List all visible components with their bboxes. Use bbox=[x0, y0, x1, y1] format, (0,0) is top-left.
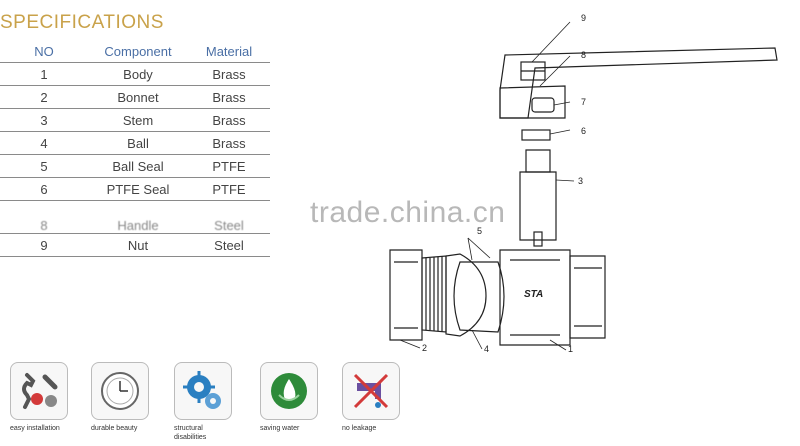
callout-8: 8 bbox=[581, 50, 586, 60]
row-material: Brass bbox=[188, 85, 270, 109]
feature-saving-water: saving water bbox=[260, 362, 320, 433]
row-no: 6 bbox=[0, 177, 88, 201]
row-no: 4 bbox=[0, 131, 88, 155]
row-material: Brass bbox=[188, 62, 270, 86]
table-row: 9 Nut Steel bbox=[0, 233, 270, 257]
feature-label: no leakage bbox=[342, 425, 377, 432]
row-material: Brass bbox=[188, 131, 270, 155]
ball-shape bbox=[453, 261, 505, 333]
gears-icon bbox=[183, 371, 221, 409]
header-material: Material bbox=[188, 40, 270, 63]
callout-6: 6 bbox=[581, 126, 586, 136]
row-material: Steel bbox=[188, 233, 270, 257]
row-component: Bonnet bbox=[88, 85, 188, 109]
row-no: 5 bbox=[0, 154, 88, 178]
table-row: 5 Ball Seal PTFE bbox=[0, 154, 270, 178]
row-material: PTFE bbox=[188, 177, 270, 201]
watermark: trade.china.cn bbox=[310, 196, 506, 229]
feature-structural-disabilities: structural disabilities bbox=[174, 362, 234, 442]
table-row: 4 Ball Brass bbox=[0, 131, 270, 155]
callout-5: 5 bbox=[477, 226, 482, 236]
row-no: 1 bbox=[0, 62, 88, 86]
callout-4: 4 bbox=[484, 344, 489, 354]
feature-easy-installation: easy installation bbox=[10, 362, 70, 433]
callout-1: 1 bbox=[568, 344, 573, 354]
row-component: Stem bbox=[88, 108, 188, 132]
table-row: 1 Body Brass bbox=[0, 62, 270, 86]
feature-label: easy installation bbox=[10, 425, 60, 432]
row-component: Body bbox=[88, 62, 188, 86]
feature-durable-beauty: durable beauty bbox=[91, 362, 151, 433]
o-ring-shape bbox=[531, 97, 555, 113]
body-shape bbox=[499, 249, 571, 346]
callout-7: 7 bbox=[581, 97, 586, 107]
row-no: 9 bbox=[0, 233, 88, 257]
row-no: 8 bbox=[0, 200, 88, 234]
ball-valve-diagram: STA 9 8 7 6 3 5 2 4 1 bbox=[389, 13, 778, 354]
row-component: Ball Seal bbox=[88, 154, 188, 178]
feature-label: structural disabilities bbox=[174, 425, 207, 441]
header-no: NO bbox=[0, 40, 88, 63]
table-row: 6 PTFE Seal PTFE bbox=[0, 177, 270, 201]
union-nut-left bbox=[389, 249, 423, 341]
row-component: Ball bbox=[88, 131, 188, 155]
table-header-row: NO Component Material bbox=[0, 40, 270, 63]
row-material: PTFE bbox=[188, 154, 270, 178]
row-component: Nut bbox=[88, 233, 188, 257]
row-component: Handle bbox=[88, 200, 188, 234]
clock-icon bbox=[101, 372, 139, 410]
stem-neck bbox=[519, 171, 557, 241]
water-drop-icon bbox=[271, 373, 307, 409]
feature-no-leakage: no leakage bbox=[342, 362, 402, 433]
no-leak-faucet-icon bbox=[353, 373, 389, 409]
handle-bracket bbox=[499, 85, 566, 119]
callout-2: 2 bbox=[422, 343, 427, 353]
specifications-table: NO Component Material 1 Body Brass 2 Bon… bbox=[0, 40, 270, 257]
table-row: 3 Stem Brass bbox=[0, 108, 270, 132]
feature-label: durable beauty bbox=[91, 425, 138, 432]
table-row: 2 Bonnet Brass bbox=[0, 85, 270, 109]
wrench-icon bbox=[22, 373, 58, 409]
row-no: 3 bbox=[0, 108, 88, 132]
ptfe-seal-shape bbox=[521, 129, 551, 141]
header-component: Component bbox=[88, 40, 188, 63]
callout-3: 3 bbox=[578, 176, 583, 186]
stem-shape bbox=[525, 149, 551, 173]
callout-9: 9 bbox=[581, 13, 586, 23]
union-nut-right bbox=[569, 255, 606, 339]
table-row: 8 Handle Steel bbox=[0, 200, 270, 234]
feature-label: saving water bbox=[260, 425, 300, 432]
row-material: Brass bbox=[188, 108, 270, 132]
specifications-title: SPECIFICATIONS bbox=[0, 12, 164, 33]
ball-sleeve bbox=[445, 253, 487, 337]
row-component: PTFE Seal bbox=[88, 177, 188, 201]
brand-mark: STA bbox=[524, 289, 543, 300]
row-no: 2 bbox=[0, 85, 88, 109]
handle-lever bbox=[499, 47, 778, 119]
row-material: Steel bbox=[188, 200, 270, 234]
